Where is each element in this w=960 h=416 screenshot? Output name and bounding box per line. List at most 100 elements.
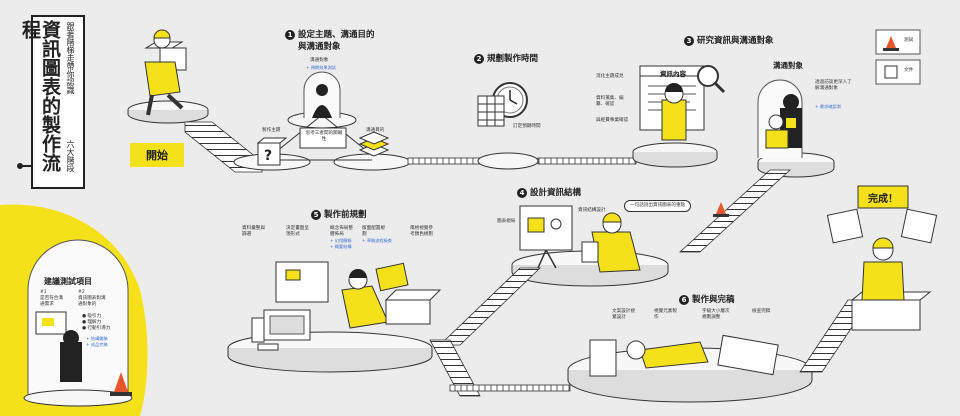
step6-title-text: 製作與完稿 (692, 295, 735, 305)
step1-target-note: + 預期效果測試 (306, 65, 336, 70)
svg-text:?: ? (264, 148, 272, 164)
legend-test-label: 測試 (904, 38, 914, 43)
test-items-col2-num: #2 (78, 290, 85, 295)
step3-board-title: 資訊內容 (660, 70, 686, 78)
test-items-note1: + 結構雛稿 (86, 336, 108, 341)
rail-step2-to-step3 (537, 157, 637, 165)
magnifier-icon (697, 65, 726, 94)
step4-right-note: 資訊結構設計 (578, 208, 606, 213)
step5-title-text: 製作前規劃 (324, 210, 367, 220)
stages-label: 六大階段 (66, 140, 75, 172)
step1-number: 1 (285, 30, 295, 40)
step5-note1: 資料彙整與篩選 (242, 226, 265, 237)
legend-document-box (875, 59, 921, 85)
step3-target-title: 溝通對象 (773, 61, 803, 70)
stairs-step5-to-step6 (429, 339, 481, 397)
box-scene-step5 (384, 289, 442, 325)
step3-left-note: 消化主題成見 (596, 74, 624, 79)
legend-document-icon (884, 65, 898, 79)
step3-platform (632, 142, 718, 168)
cone-icon-bottom (110, 372, 132, 396)
step2-number: 2 (474, 54, 484, 64)
step2-title-text: 規劃製作時間 (487, 54, 539, 64)
step1-purpose-label: 溝通目的 (366, 128, 385, 133)
step5-note5: 風格視覺參考顏色規劃 (410, 226, 433, 237)
step4-title-text: 設計資訊結構 (530, 188, 582, 198)
calendar-icon (477, 95, 505, 127)
step3-middle-note: 資料蒐集、編纂、確認 (596, 96, 624, 107)
test-items-point2: ● 理解力 (82, 320, 102, 325)
step3-title-text: 研究資訊與溝通對象 (697, 36, 774, 46)
step5-note4: 版面配置規劃 (362, 226, 385, 237)
test-items-col1-num: #1 (40, 290, 47, 295)
cone-icon-step4 (713, 202, 729, 217)
step5-note4-b1: + 草稿流程檢查 (362, 238, 392, 243)
question-box-icon: ? (256, 137, 288, 166)
legend-cone-icon (886, 36, 896, 48)
step1-title-line1: 設定主題、溝通目的 (298, 30, 375, 40)
step6-note4: 檢查完稿 (752, 309, 771, 314)
step5-note3-b2: + 概要結構 (330, 244, 352, 249)
test-items-title: 建議測試項目 (44, 277, 92, 286)
step4-left-note: 圖表規局 (497, 219, 516, 224)
researcher-figure (661, 83, 687, 141)
test-items-point1: ● 吸引力 (82, 314, 102, 319)
step1-topic-label: 製作主題 (262, 128, 281, 133)
step1-target-label: 溝通對象 (310, 58, 329, 63)
stairs-step4-to-step5 (439, 267, 541, 346)
test-items-col2-text: 資訊圖表對溝通對象的 (78, 296, 106, 307)
step3-right-note: 與經費事業確認 (596, 118, 629, 123)
step2-note: 訂定預期時間 (513, 124, 541, 129)
step3-number: 3 (684, 36, 694, 46)
step5-note3-b1: + 幻燈簡報 (330, 238, 352, 243)
step6-note3: 字級大小層次規劃調整 (702, 309, 730, 320)
stairs-step3-to-step4 (678, 169, 792, 253)
legend-document-label: 文件 (904, 68, 914, 73)
test-items-dome (23, 239, 133, 407)
step2-platform (477, 152, 539, 170)
start-climber-figure (144, 29, 187, 116)
finisher-figure (826, 208, 938, 301)
step5-number: 5 (311, 210, 321, 220)
step6-number: 6 (679, 295, 689, 305)
start-platform (127, 100, 209, 124)
step5-desk-scene (251, 261, 329, 351)
step1-center-label: 思考三者間的關聯性 (305, 131, 343, 142)
test-items-note2: + 成品完稿 (86, 342, 108, 347)
complete-label-bg (857, 185, 909, 209)
step3-target-note: 透過訪談更深入了解溝通對象 (815, 80, 852, 91)
layers-icon (358, 131, 390, 157)
step6-note2: 視覺元素製作 (654, 309, 677, 320)
step5-note3: 概念佈局整體佈局 (330, 226, 353, 237)
step4-number: 4 (517, 188, 527, 198)
start-label-bg (130, 143, 184, 167)
main-title: 資訊圖表的製作流程 (19, 20, 61, 172)
step6-platform (567, 347, 813, 403)
step5-note2: 決定畫面呈現形式 (286, 226, 309, 237)
designer-figure (581, 212, 641, 273)
step6-note1: 文案設計視覺設計 (612, 309, 635, 320)
complete-label: 完成！ (868, 194, 898, 205)
test-items-point3: ● 行動引導力 (82, 326, 111, 331)
subtitle: 跟著階梯走帶你認識 (66, 22, 75, 94)
step3-target-test: + 需求確認測 (815, 104, 841, 109)
step3-dome-figures (757, 79, 803, 158)
step6-work-scene (589, 334, 779, 377)
step4-bubble: 一句話說出資訊圖表的重點 (624, 200, 692, 212)
start-label: 開始 (146, 149, 168, 162)
rail-step1-to-step2 (407, 157, 481, 165)
step1-dome (303, 71, 341, 118)
rail-step5-to-step6 (449, 384, 571, 392)
presentation-easel (519, 205, 573, 269)
test-items-col1-text: 是否符合溝通需求 (40, 296, 63, 307)
planner-figure (341, 262, 409, 329)
title-board (31, 15, 85, 189)
